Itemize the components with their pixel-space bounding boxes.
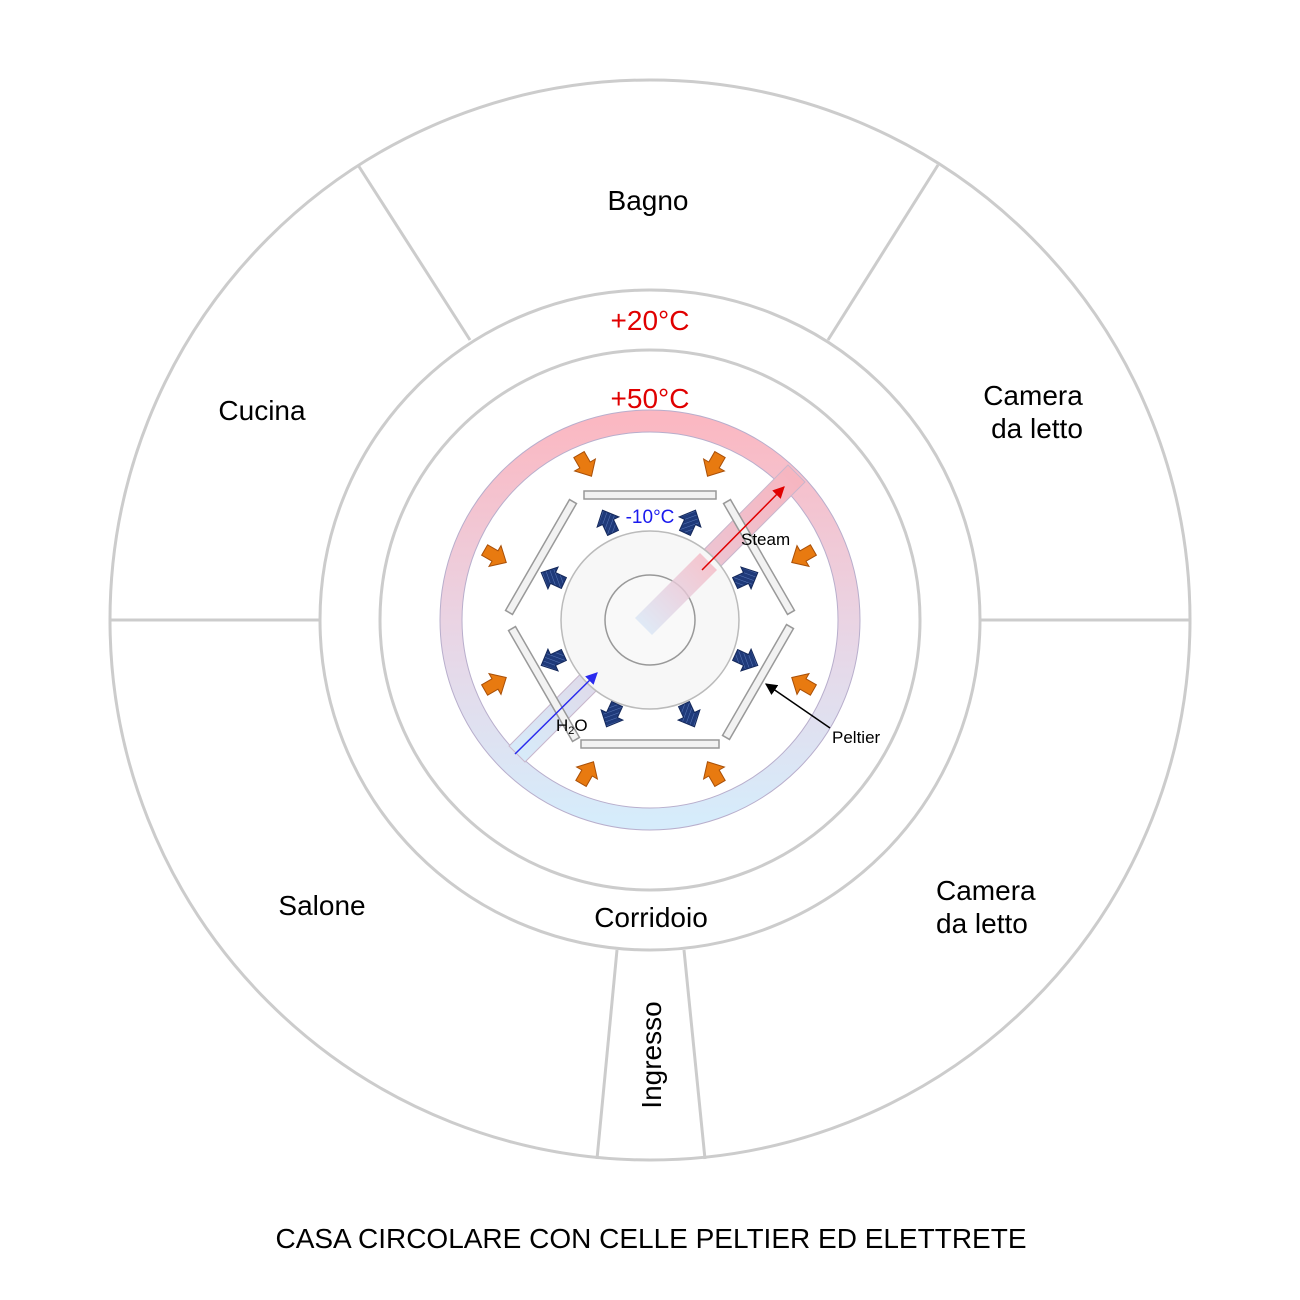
peltier-cell-bottom (580, 739, 720, 749)
heat-arrow (573, 450, 597, 477)
partition-ingresso-right (682, 949, 707, 1160)
cold-arrow (540, 566, 568, 591)
cold-arrow (731, 647, 759, 672)
peltier-pointer-arrow (765, 683, 831, 729)
room-label-cucina: Cucina (218, 395, 306, 426)
water-label-subscript: 2 (568, 725, 574, 737)
water-label: H2O (556, 716, 588, 737)
peltier-cell-lower-left (507, 625, 581, 743)
room-label-camera-top-line2: da letto (991, 413, 1083, 444)
peltier-cell-top (583, 490, 717, 500)
peltier-cell-upper-left (504, 498, 578, 616)
room-label-camera-bottom-line2: da letto (936, 908, 1028, 939)
diagram-title: CASA CIRCOLARE CON CELLE PELTIER ED ELET… (275, 1223, 1026, 1254)
heat-arrow (791, 672, 818, 696)
room-label-camera-top-line1: Camera (983, 380, 1083, 411)
heat-arrow (791, 544, 818, 568)
water-flow-arrow (514, 672, 598, 755)
partition-ingresso-left (595, 949, 619, 1160)
room-label-ingresso: Ingresso (636, 1001, 667, 1108)
cold-arrow (596, 509, 621, 537)
peltier-cell-upper-right (722, 498, 796, 616)
temp-label-hot-ring: +50°C (611, 383, 690, 414)
corridor-inner-wall (378, 348, 922, 892)
water-label-h: H (556, 716, 568, 735)
heat-arrow (702, 761, 726, 788)
room-label-camera-bottom-line1: Camera (936, 875, 1036, 906)
cold-arrows (540, 509, 759, 728)
room-label-bagno: Bagno (608, 185, 689, 216)
partition-cucina-bagno (356, 164, 472, 341)
partition-bagno-camera (826, 164, 940, 341)
heat-arrows (480, 450, 818, 788)
hot-ring-outer-edge (439, 409, 861, 831)
temp-label-cold-core: -10°C (626, 507, 675, 528)
peltier-cells (504, 490, 796, 749)
pipe-through-core (635, 553, 717, 635)
steam-flow-arrow (701, 486, 785, 571)
heat-arrow (575, 761, 599, 788)
cold-arrow (731, 566, 759, 591)
heat-arrow (480, 672, 507, 696)
room-label-salone: Salone (278, 890, 365, 921)
peltier-cell-lower-right (721, 623, 795, 741)
room-label-corridoio: Corridoio (594, 902, 708, 933)
water-label-o: O (574, 716, 587, 735)
cold-arrow (676, 700, 701, 728)
hot-ring-inner-edge (461, 431, 839, 809)
cold-arrow (677, 509, 702, 537)
cold-arrow (540, 647, 568, 672)
cold-arrow (600, 700, 625, 728)
temp-label-outer-ring: +20°C (611, 305, 690, 336)
heat-arrow (702, 450, 726, 477)
hot-water-ring (440, 410, 860, 830)
heat-arrow (480, 544, 507, 568)
peltier-label: Peltier (832, 728, 881, 747)
steam-label: Steam (741, 530, 790, 549)
